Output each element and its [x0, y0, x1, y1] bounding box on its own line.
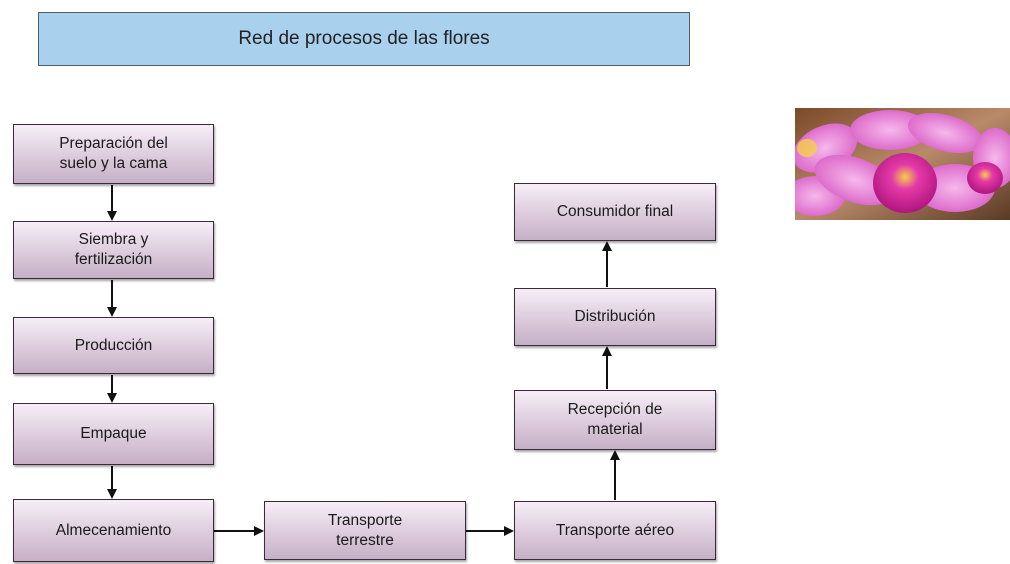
diagram-title: Red de procesos de las flores — [38, 12, 690, 66]
node-almacenamiento: Almecenamiento — [13, 499, 214, 562]
node-recepcion: Recepción de material — [514, 390, 716, 450]
node-consumidor: Consumidor final — [514, 183, 716, 241]
node-transporte-terrestre: Transporte terrestre — [264, 501, 466, 560]
node-siembra: Siembra y fertilización — [13, 221, 214, 279]
node-empaque: Empaque — [13, 403, 214, 465]
node-produccion: Producción — [13, 317, 214, 374]
orchid-photo — [795, 108, 1010, 220]
node-distribucion: Distribución — [514, 288, 716, 346]
node-preparacion: Preparación del suelo y la cama — [13, 124, 214, 184]
node-transporte-aereo: Transporte aéreo — [514, 501, 716, 560]
